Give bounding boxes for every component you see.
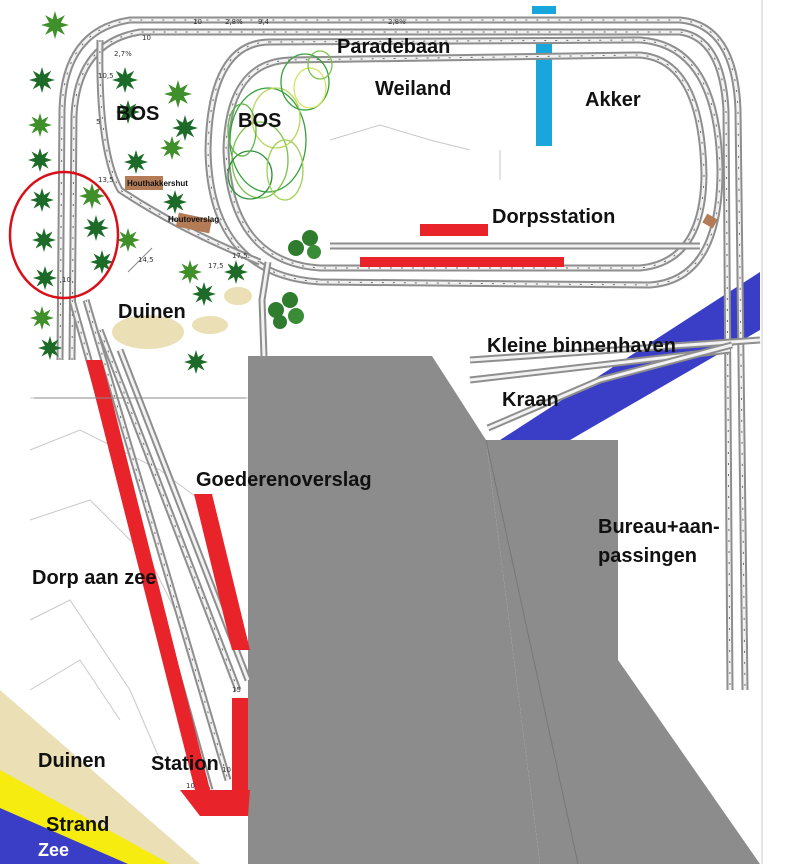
conifer-tree-icon xyxy=(172,115,198,141)
houtoverslag-hut-icon xyxy=(175,212,213,234)
houtoverslag-label: Houtoverslag xyxy=(168,215,219,224)
track-number: 10 xyxy=(222,766,231,774)
conifer-tree-icon xyxy=(29,67,55,93)
track-number: 10 xyxy=(186,782,195,790)
duinen-dune-3 xyxy=(224,287,252,305)
conifer-tree-icon xyxy=(28,113,52,137)
conifer-tree-icon xyxy=(83,215,109,241)
track-number: 10 xyxy=(62,276,71,284)
conifer-tree-icon xyxy=(184,350,208,374)
track-number: 2,8% xyxy=(388,18,406,26)
conifer-tree-icon xyxy=(41,11,69,39)
conifer-tree-icon xyxy=(164,80,192,108)
dorpsstation-label: Dorpsstation xyxy=(492,206,615,228)
kraan-label: Kraan xyxy=(502,389,559,411)
conifer-tree-icon xyxy=(112,67,138,93)
conifer-tree-icon xyxy=(224,260,248,284)
conifer-tree-icon xyxy=(163,190,187,214)
station-platform-arrow xyxy=(180,790,250,816)
track-number: 9,4 xyxy=(258,18,270,26)
zee-label: Zee xyxy=(38,840,69,860)
conifer-tree-icon xyxy=(38,336,62,360)
track-number: 17,5 xyxy=(208,262,224,270)
bureau-label-line1: Bureau+aan- xyxy=(598,516,720,538)
station-platform-low xyxy=(232,698,248,790)
conifer-tree-icon xyxy=(30,306,54,330)
goederenoverslag-platform xyxy=(194,494,250,650)
track-number: 13,5 xyxy=(98,176,114,184)
street-outlines xyxy=(29,0,763,864)
bos-left-label: BOS xyxy=(116,103,159,125)
track-number: 2,7% xyxy=(114,50,132,58)
duinen-top-label: Duinen xyxy=(118,301,186,323)
conifer-tree-icon xyxy=(90,250,114,274)
houthakkershut-label: Houthakkershut xyxy=(127,179,188,188)
conifer-tree-icon xyxy=(178,260,202,284)
strand-label: Strand xyxy=(46,814,109,836)
conifer-tree-icon xyxy=(32,228,56,252)
station-label: Station xyxy=(151,753,219,775)
duinen-dune-2 xyxy=(192,316,228,334)
track-number: 10,5 xyxy=(98,72,114,80)
houthakkershut-icon xyxy=(125,176,163,190)
track-number: 17,5 xyxy=(232,252,248,260)
duinen-bottom-label: Duinen xyxy=(38,750,106,772)
bureau-label-line2: passingen xyxy=(598,545,697,567)
bos-center-bush xyxy=(227,50,333,201)
track-number: 10 xyxy=(142,34,151,42)
akker-field-top xyxy=(532,6,556,14)
building-left xyxy=(248,356,540,864)
paradebaan-label: Paradebaan xyxy=(337,36,450,58)
track-number: 2,8% xyxy=(225,18,243,26)
bush-icon xyxy=(268,292,304,329)
conifer-tree-icon xyxy=(79,183,105,209)
track-number: 5 xyxy=(96,118,100,126)
akker-field xyxy=(536,42,552,146)
bush-icon xyxy=(288,230,321,259)
track-number: 10 xyxy=(193,18,202,26)
dimension-arrows xyxy=(34,247,246,399)
conifer-tree-icon xyxy=(33,266,57,290)
goederenoverslag-label: Goederenoverslag xyxy=(196,469,372,491)
conifer-tree-icon xyxy=(160,136,184,160)
conifer-tree-icon xyxy=(124,150,148,174)
weiland-label: Weiland xyxy=(375,78,451,100)
highlight-circle xyxy=(8,170,120,300)
track-number: 15 xyxy=(232,686,241,694)
conifer-tree-icon xyxy=(116,228,140,252)
kleine-binnenhaven-label: Kleine binnenhaven xyxy=(487,335,676,357)
dorpsstation-platform-2 xyxy=(360,257,564,267)
dorpsstation-platform-1 xyxy=(420,224,488,236)
zee-area xyxy=(0,808,128,864)
hut-icon xyxy=(702,213,718,229)
dorp-aan-zee-label: Dorp aan zee xyxy=(32,567,156,589)
duinen-dune-1 xyxy=(112,315,184,349)
bos-center-label: BOS xyxy=(238,110,281,132)
map-labels: Paradebaan Weiland Akker BOS BOS Houthak… xyxy=(32,36,720,860)
track-numbers: 10 2,8% 9,4 2,8% 10 2,7% 10,5 5 13,5 17,… xyxy=(62,18,406,790)
conifer-tree-icon xyxy=(116,100,140,124)
conifer-tree-icon xyxy=(28,148,52,172)
akker-label: Akker xyxy=(585,89,641,111)
conifer-tree-icon xyxy=(192,282,216,306)
track-number: 14,5 xyxy=(138,256,154,264)
station-platform-main xyxy=(86,360,210,790)
conifer-tree-icon xyxy=(30,188,54,212)
